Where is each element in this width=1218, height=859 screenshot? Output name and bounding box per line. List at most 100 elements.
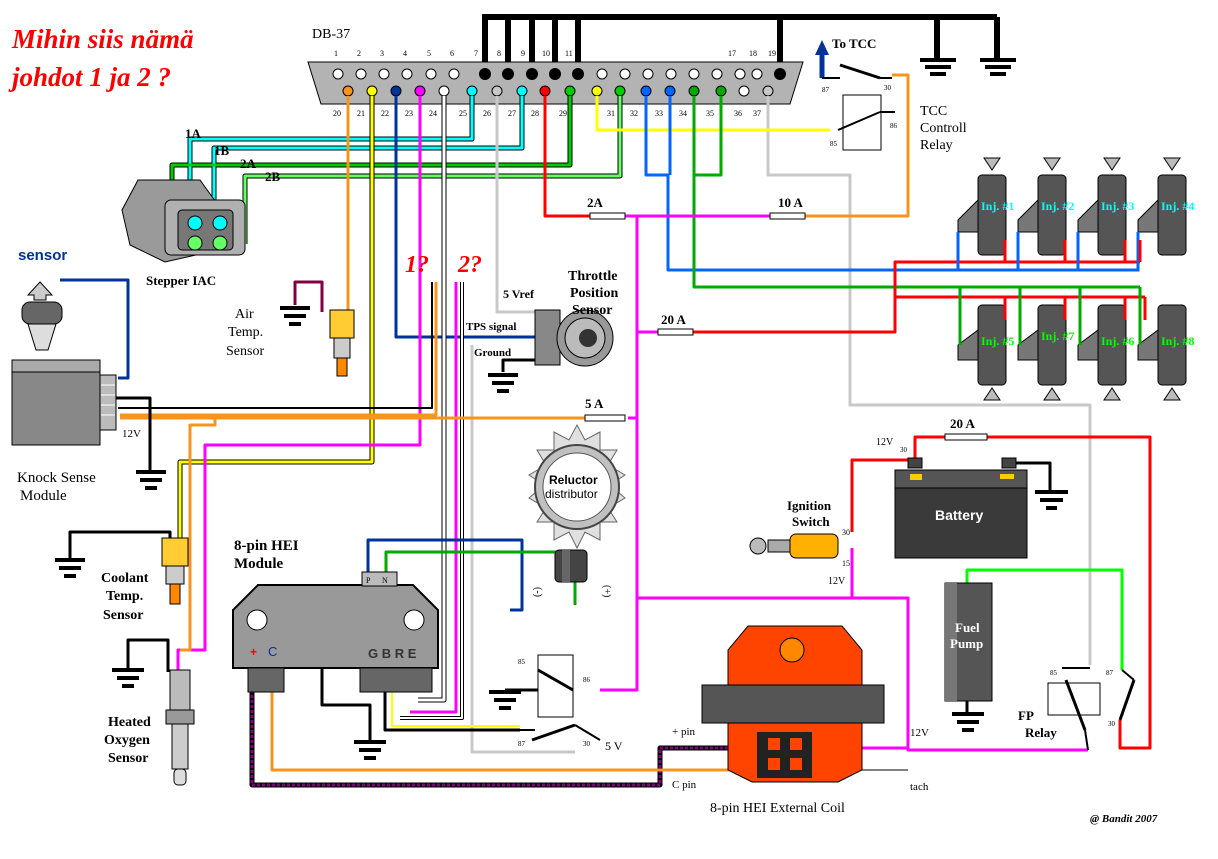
tps-label: Position [570,286,618,301]
sensor-word: sensor [18,247,67,264]
reluctor-label: Reluctor [549,473,598,487]
pin-label: 30 [583,740,591,748]
iac-label: Stepper IAC [146,273,216,288]
coil-tach: tach [910,781,929,793]
knock-12v: 12V [122,428,141,440]
injector-bottom-row [957,304,1187,401]
pin-label: 18 [749,49,757,58]
reluctor-distributor [528,423,626,550]
battery [894,457,1028,559]
pin-label: 21 [357,109,365,118]
fuse-5a [584,414,626,422]
ground-symbol [920,58,1016,76]
pin-label: 17 [728,49,736,58]
tps-ground: Ground [474,347,511,359]
pin-label: 24 [429,109,437,118]
stepper-iac [121,179,246,263]
pin-label: 20 [333,109,341,118]
fuse-2a [589,212,626,220]
knock-sensor [21,281,63,351]
pin-label: 34 [679,109,687,118]
pin-label: 1 [334,49,338,58]
tps-vref: 5 Vref [503,287,535,301]
question-1: 1? [405,252,429,278]
tps-label: Sensor [572,303,612,318]
pin-label: 30 [884,84,892,92]
fuse-label: 2A [587,195,604,210]
hei-module-label: Module [234,556,284,572]
pin-label: 30 [900,446,908,454]
db37-connector [307,61,804,105]
pin-label: 33 [655,109,663,118]
wire-label: 2B [265,169,281,184]
connector-name: DB-37 [312,27,350,42]
ignition-12v: 12V [828,576,846,587]
pin-label: 19 [768,49,776,58]
title-line-1: Mihin siis nämä [11,24,194,54]
ignition-switch [749,533,839,559]
pin-label: 22 [381,109,389,118]
ground-symbol [112,668,144,688]
coil-c-pin: C pin [672,779,697,791]
pin-label: 23 [405,109,413,118]
injector-label: Inj. #5 [981,334,1014,348]
fp-relay-label: Relay [1025,725,1057,740]
tcc-relay-label: TCC [920,104,947,119]
pin-label: 85 [830,140,838,148]
pin-label: 26 [483,109,491,118]
injector-label: Inj. #6 [1101,334,1134,348]
coolant-label: Coolant [101,571,149,586]
air-temp-label: Sensor [226,344,264,359]
pin-label: 6 [450,49,454,58]
air-temp-label: Air [235,307,254,322]
pin-label: 25 [459,109,467,118]
coil-12v: 12V [910,727,929,739]
throttle-position-sensor [534,309,614,367]
fuse-20a [657,328,694,336]
ground-symbol [354,740,386,760]
pin-label: 28 [531,109,539,118]
question-2: 2? [457,252,482,278]
ground-symbol [280,306,310,326]
coolant-temp-sensor [161,537,189,605]
pin-label: 5 [427,49,431,58]
hei-p: P [366,576,371,585]
injector-top-row [957,157,1187,256]
title-line-2: johdot 1 ja 2 ? [8,62,171,92]
pin-label: 30 [1108,720,1116,728]
knock-label: Knock Sense [17,470,96,486]
injector-label: Inj. #7 [1041,329,1074,343]
hei-module-label: 8-pin HEI [234,538,299,554]
tps-signal: TPS signal [466,321,516,333]
injector-label: Inj. #4 [1161,199,1194,213]
o2-label: Sensor [108,751,148,766]
fuses [584,212,988,441]
tps-label: Throttle [568,269,618,284]
ground-symbol [1035,490,1068,510]
ground-symbol [136,470,166,490]
pin-label: 85 [518,658,526,666]
injector-label: Inj. #3 [1101,199,1134,213]
injector-label: Inj. #2 [1041,199,1074,213]
pin-label: 87 [518,740,526,748]
pin-numbers-bottom: 20 21 22 23 24 25 26 27 28 29 31 32 33 3… [333,109,761,118]
fuel-pump-label: Fuel [955,620,980,635]
pin-label: 3 [380,49,384,58]
pin-label: 85 [1050,669,1058,677]
pin-label: 4 [403,49,407,58]
o2-label: Heated [108,715,151,730]
fp-relay [1047,667,1136,751]
battery-label: Battery [935,507,983,523]
injector-label: Inj. #1 [981,199,1014,213]
injector-label: Inj. #8 [1161,334,1194,348]
fuse-label: 5 A [585,396,604,411]
injector-wires [956,232,1147,345]
coil-label: 8-pin HEI External Coil [710,801,845,816]
fuse-label: 20 A [661,312,687,327]
pin-label: 9 [521,49,525,58]
pin-label: 86 [890,122,898,130]
hei-module [232,571,439,693]
pin-label: 37 [753,109,761,118]
fuse-10a [769,212,806,220]
credit: @ Bandit 2007 [1090,813,1158,825]
